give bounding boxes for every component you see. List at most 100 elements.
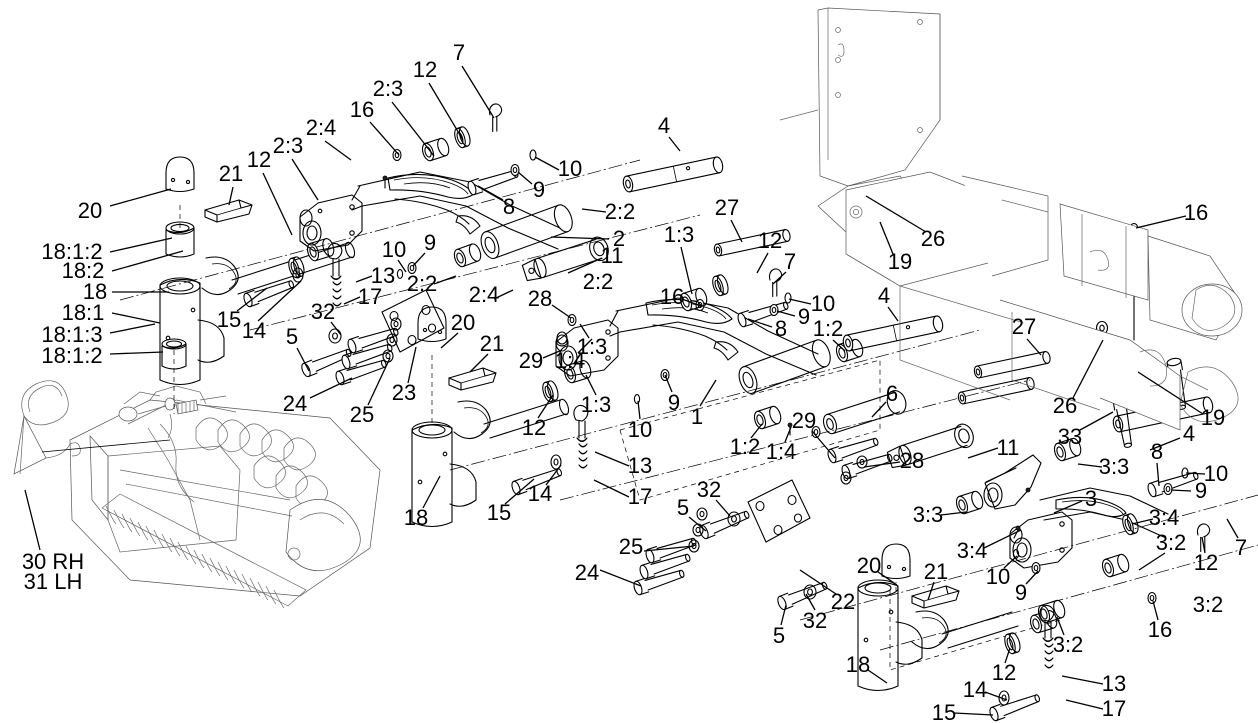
clip-21-c — [911, 585, 960, 609]
leader-line-9 — [1170, 489, 1192, 492]
callout-label-17: 17 — [1101, 696, 1127, 721]
callout-label-18-1-2: 18:1:2 — [41, 239, 103, 264]
leader-line-3-4 — [983, 529, 1022, 549]
leader-line-10 — [1185, 472, 1206, 475]
middle-lift-arm-group — [411, 267, 1031, 612]
leader-line-5 — [688, 516, 707, 532]
callout-label-1-3: 1:3 — [663, 222, 695, 247]
leader-line-1-4 — [577, 338, 593, 354]
leader-line-12 — [1004, 647, 1011, 664]
clevis-13-17 — [327, 242, 343, 307]
leader-line-2 — [550, 236, 610, 240]
leader-line-16 — [369, 121, 400, 156]
callout-label-3-4: 3:4 — [956, 538, 988, 563]
callout-label-28: 28 — [527, 286, 553, 311]
knob-20-c — [881, 543, 911, 580]
callout-label-12: 12 — [521, 415, 547, 440]
callout-label-15: 15 — [216, 307, 242, 332]
leader-line-15 — [236, 287, 268, 312]
leader-line-3-2 — [1138, 552, 1166, 571]
callout-label-9: 9 — [667, 390, 681, 415]
leader-line-26 — [865, 195, 927, 233]
leader-line-23 — [407, 346, 417, 384]
callout-label-12: 12 — [246, 147, 272, 172]
leader-line-18-2 — [111, 250, 184, 272]
callout-label-7: 7 — [783, 249, 797, 274]
lower-right-lift-arm-group — [799, 390, 1258, 723]
callout-label-17: 17 — [627, 484, 653, 509]
leader-line-3 — [1053, 500, 1083, 514]
leader-line-29 — [542, 349, 563, 359]
leader-line-25 — [643, 545, 695, 552]
leader-line-3-3 — [940, 511, 967, 516]
leader-line-2-2 — [433, 275, 457, 285]
callout-label-27: 27 — [1011, 314, 1037, 339]
callout-label-4: 4 — [1182, 421, 1196, 446]
callout-label-13: 13 — [627, 453, 653, 478]
leader-line-18-1 — [111, 312, 161, 324]
callout-label-9: 9 — [532, 177, 546, 202]
callout-label-10: 10 — [627, 417, 653, 442]
callout-label-2-3: 2:3 — [272, 133, 304, 158]
callout-label-1: 1 — [690, 404, 704, 429]
callout-label-10: 10 — [557, 156, 583, 181]
callout-label-2-4: 2:4 — [305, 115, 337, 140]
clip-21-b — [448, 367, 497, 391]
callout-label-22: 22 — [830, 589, 856, 614]
mount-plate-22 — [747, 479, 811, 543]
callout-label-5: 5 — [676, 495, 690, 520]
callout-label-4: 4 — [877, 283, 891, 308]
callout-label-3-2: 3:2 — [1155, 530, 1187, 555]
callout-label-16: 16 — [1147, 617, 1173, 642]
callout-label-29: 29 — [791, 408, 817, 433]
callout-label-18-1: 18:1 — [61, 300, 105, 325]
callout-label-21: 21 — [218, 161, 244, 186]
leader-line-20 — [440, 332, 459, 349]
callout-label-23: 23 — [391, 380, 417, 405]
callout-label-9: 9 — [797, 304, 811, 329]
leader-line-1-3 — [680, 246, 693, 295]
arm-3-yoke — [983, 454, 1042, 510]
callout-label-11: 11 — [600, 243, 624, 268]
leader-line-7 — [461, 65, 495, 119]
callout-label-3-4: 3:4 — [1148, 505, 1180, 530]
leader-line-2-3 — [291, 158, 319, 201]
callout-label-26: 26 — [1052, 393, 1078, 418]
link-11 — [521, 236, 609, 282]
callout-label-12: 12 — [757, 228, 783, 253]
knob-20 — [165, 156, 195, 193]
callout-label-16: 16 — [1183, 200, 1209, 225]
leader-line-3-2 — [1056, 616, 1065, 636]
callout-label-1-3: 1:3 — [576, 334, 608, 359]
socket-tube-18-c — [857, 579, 923, 692]
leader-line-29 — [811, 430, 836, 459]
callout-label-16: 16 — [659, 284, 685, 309]
callout-label-8: 8 — [502, 194, 516, 219]
callout-label-2: 2 — [612, 226, 626, 251]
leader-line-10 — [534, 156, 560, 171]
leader-line-13 — [1061, 675, 1104, 685]
leader-line-32 — [330, 321, 342, 336]
callout-label-33: 33 — [1057, 424, 1083, 449]
leader-line-27 — [730, 219, 743, 243]
callout-label-14: 14 — [241, 318, 267, 343]
callout-label-12: 12 — [412, 57, 438, 82]
leader-line-18-1-3 — [109, 323, 156, 334]
callout-label-19: 19 — [887, 249, 913, 274]
leader-line-19 — [1137, 371, 1204, 415]
leader-line-1-3 — [579, 323, 590, 339]
callout-label-15: 15 — [486, 500, 512, 525]
callout-label-3: 3 — [1084, 486, 1098, 511]
leader-line-13 — [355, 275, 373, 283]
leader-line-18-1-2 — [109, 237, 173, 253]
callout-label-8: 8 — [774, 316, 788, 341]
leader-line-10 — [397, 259, 407, 273]
callout-label-9: 9 — [1194, 478, 1208, 503]
leader-line-3-4 — [1131, 518, 1154, 525]
leader-line-21 — [228, 186, 234, 206]
leader-line-2-3 — [391, 101, 435, 157]
callout-label-21: 21 — [923, 559, 949, 584]
leader-line-20 — [877, 571, 898, 586]
callout-label-9: 9 — [1014, 580, 1028, 605]
callout-label-2-2: 2:2 — [582, 269, 614, 294]
